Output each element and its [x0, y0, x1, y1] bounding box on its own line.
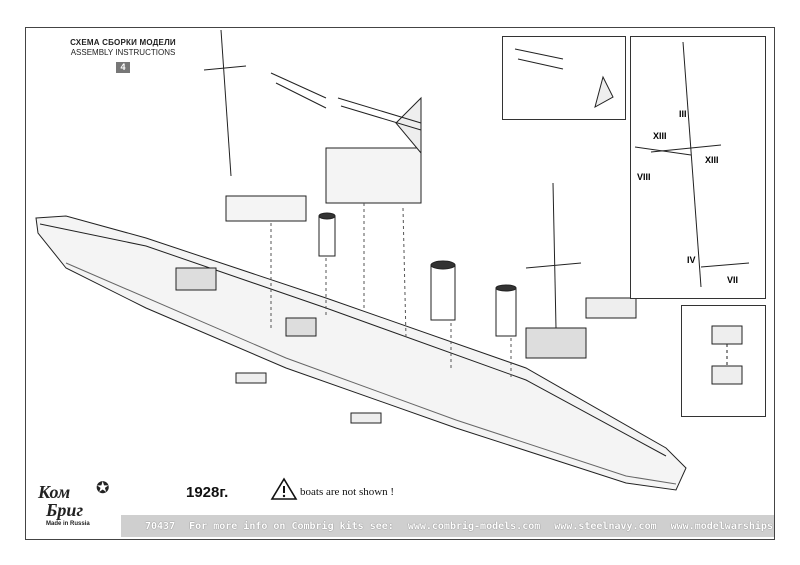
kit-code: 70437	[145, 520, 176, 532]
inset-detail	[681, 305, 766, 417]
footer-bar: 70437 For more info on Combrig kits see:…	[121, 515, 774, 537]
funnel-2-top	[430, 260, 456, 270]
year-label: 1928г.	[186, 484, 229, 501]
inset-crane	[502, 36, 626, 120]
footer-link-steelnavy[interactable]: www.steelnavy.com	[554, 520, 657, 532]
step-number-badge: 4	[116, 62, 130, 73]
combrig-logo: Ком Бриг ✪ Made in Russia	[38, 478, 128, 536]
mast-label-viii: VIII	[637, 172, 651, 182]
boat-deck-part	[325, 147, 422, 204]
title-english: ASSEMBLY INSTRUCTIONS	[70, 48, 176, 57]
assembly-drawing	[35, 29, 687, 491]
star-icon: ✪	[96, 480, 110, 497]
platform-part	[225, 195, 307, 222]
mast-label-xiii-left: XIII	[653, 131, 667, 141]
funnel-1-top	[318, 212, 336, 220]
logo-line-1: Ком	[38, 482, 71, 502]
davit-rack-2	[337, 97, 422, 131]
warning-note: boats are not shown !	[270, 477, 394, 501]
inset-detail-drawing	[711, 325, 743, 385]
bridge-block	[585, 297, 637, 319]
main-mast	[552, 182, 557, 329]
footer-info: For more info on Combrig kits see:	[189, 520, 394, 532]
fore-mast	[220, 29, 232, 177]
warning-text: boats are not shown !	[300, 486, 395, 498]
footer-link-combrig[interactable]: www.combrig-models.com	[407, 520, 541, 532]
mast-label-iii: III	[679, 109, 687, 119]
loose-part-a	[235, 372, 267, 384]
mast-label-vii: VII	[727, 275, 739, 285]
loose-part-b	[350, 412, 382, 424]
title-russian: СХЕМА СБОРКИ МОДЕЛИ	[70, 38, 176, 47]
footer-link-modelwarships[interactable]: www.modelwarships.com	[670, 520, 774, 532]
warning-triangle-icon	[270, 477, 298, 500]
main-mast-yard	[525, 262, 582, 269]
mast-label-iv: IV	[687, 255, 696, 265]
sheet-header: СХЕМА СБОРКИ МОДЕЛИ ASSEMBLY INSTRUCTION…	[53, 38, 193, 75]
funnel-1	[318, 215, 336, 257]
fore-mast-yard	[203, 65, 247, 71]
funnel-3	[495, 287, 517, 337]
logo-line-2: Бриг	[46, 500, 84, 520]
deck-house-mid	[285, 317, 317, 337]
made-in-label: Made in Russia	[46, 521, 90, 527]
mast-label-xiii-right: XIII	[705, 155, 719, 165]
funnel-2	[430, 264, 456, 321]
crane-part	[395, 96, 422, 155]
inset-crane-drawing	[514, 48, 614, 109]
inset-mast: III XIII XIII VIII IV VII	[630, 36, 766, 299]
deck-house-fore	[175, 267, 217, 291]
inset-mast-drawing	[634, 41, 750, 288]
funnel-3-top	[495, 284, 517, 292]
hull-waterline	[65, 262, 677, 485]
instruction-sheet: СХЕМА СБОРКИ МОДЕЛИ ASSEMBLY INSTRUCTION…	[25, 27, 775, 540]
ship-hull	[35, 215, 687, 491]
deck-house-aft	[525, 327, 587, 359]
davit-rack-1	[270, 72, 327, 109]
